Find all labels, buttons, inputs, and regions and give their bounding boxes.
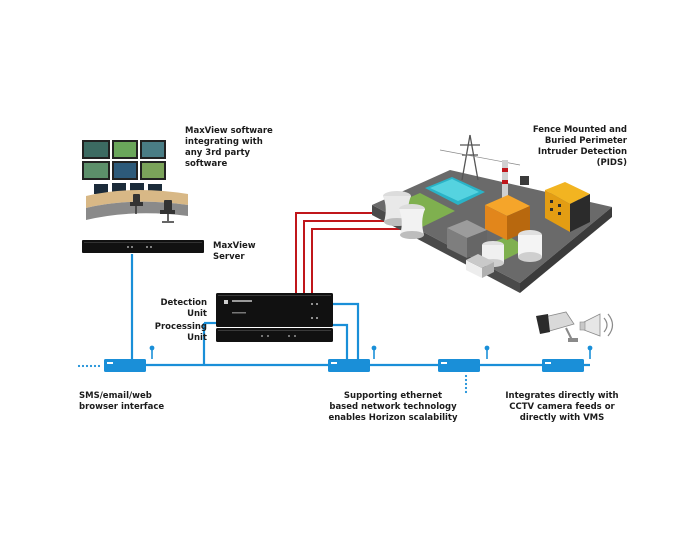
maxview-software-label: MaxView software integrating with any 3r… bbox=[185, 126, 273, 169]
detection-unit-icon bbox=[216, 293, 333, 327]
ethernet-scalability-label: Supporting ethernet based network techno… bbox=[328, 391, 458, 423]
network-extension-dots bbox=[77, 364, 468, 394]
sensor-cables bbox=[295, 212, 404, 293]
pids-label: Fence Mounted and Buried Perimeter Intru… bbox=[532, 125, 627, 168]
processing-unit-icon bbox=[216, 328, 333, 342]
detection-unit-label: Detection Unit bbox=[160, 298, 207, 319]
network-switch-icon bbox=[542, 345, 593, 372]
cctv-camera-icon bbox=[536, 311, 578, 342]
maxview-server-label: MaxView Server bbox=[213, 241, 256, 262]
control-room-icon bbox=[82, 140, 188, 223]
sms-interface-label: SMS/email/web browser interface bbox=[79, 391, 165, 412]
speaker-icon bbox=[579, 313, 614, 337]
network-switch-icon bbox=[438, 345, 490, 372]
network-switch-icon bbox=[104, 345, 155, 372]
cctv-integration-label: Integrates directly with CCTV camera fee… bbox=[505, 391, 619, 423]
power-plant-icon bbox=[372, 134, 612, 293]
server-icon bbox=[82, 240, 204, 253]
processing-unit-label: Processing Unit bbox=[154, 322, 207, 343]
network-switch-icon bbox=[328, 345, 377, 372]
